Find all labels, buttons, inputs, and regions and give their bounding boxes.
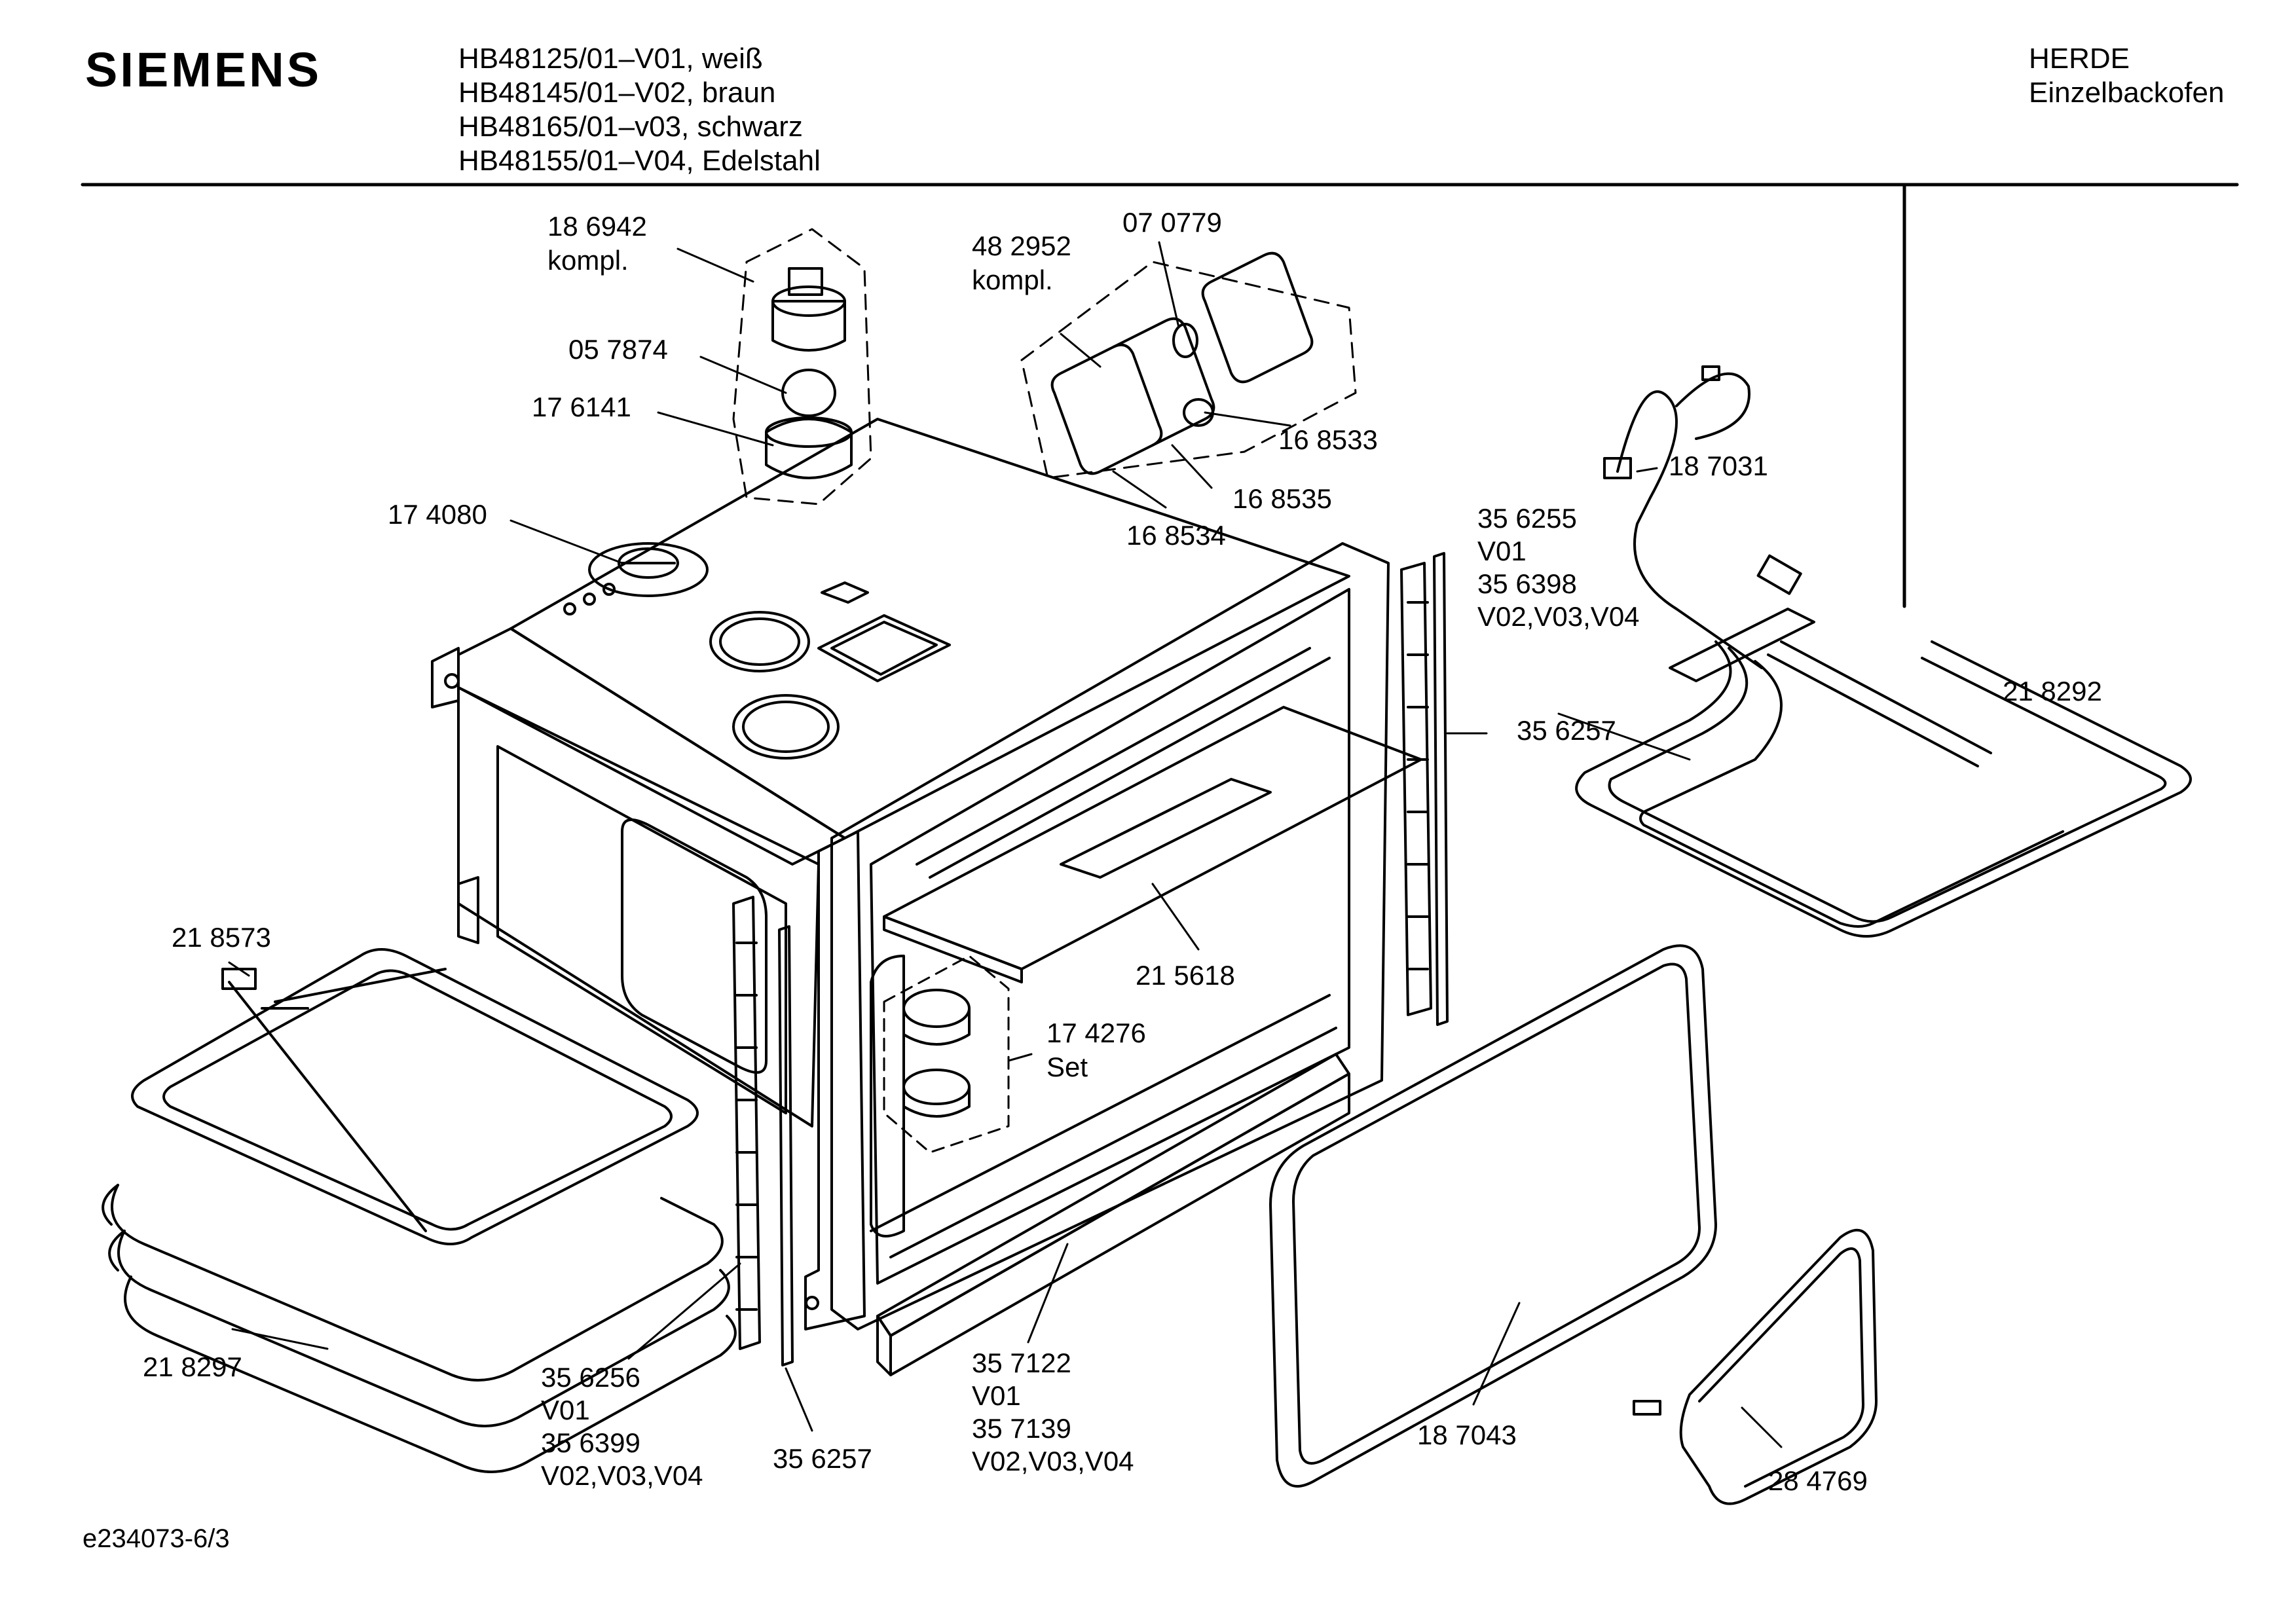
document-id: e234073-6/3	[83, 1524, 230, 1553]
part-label: 35 6257	[1517, 715, 1616, 746]
small-seal	[1633, 1228, 1878, 1505]
category-block: HERDE Einzelbackofen	[2029, 42, 2224, 110]
part-label: 21 8292	[2003, 676, 2102, 706]
part-label: 05 7874	[568, 334, 668, 365]
upper-heating-element	[1575, 608, 2192, 938]
category-label: HERDE	[2029, 43, 2130, 75]
lamp-cover-set	[883, 955, 1010, 1154]
part-label: 21 5618	[1136, 960, 1235, 991]
lamp-assembly	[1020, 251, 1357, 479]
subcategory-label: Einzelbackofen	[2029, 77, 2225, 109]
leader-lines	[228, 241, 1783, 1448]
oven-muffle-body	[431, 418, 1422, 1330]
part-label: 21 8297	[143, 1351, 242, 1382]
part-label: 16 8534	[1126, 520, 1226, 551]
part-label: 16 8535	[1232, 483, 1332, 514]
part-label: 28 4769	[1768, 1465, 1868, 1496]
model-line: HB48165/01–v03, schwarz	[458, 111, 803, 143]
bottom-rail	[876, 1053, 1350, 1376]
thermostat-assembly	[588, 228, 872, 597]
temperature-sensor	[1603, 365, 1802, 669]
model-line: HB48145/01–V02, braun	[458, 77, 776, 109]
part-label: 18 7031	[1669, 450, 1768, 481]
part-label: 07 0779	[1122, 207, 1222, 238]
model-line: HB48125/01–V01, weiß	[458, 43, 763, 75]
ring-heating-element	[131, 948, 699, 1245]
part-label: 21 8573	[172, 922, 271, 953]
brand-logo: SIEMENS	[85, 43, 322, 97]
left-side-rails	[732, 896, 794, 1366]
part-label: 16 8533	[1278, 424, 1378, 455]
right-side-rails	[1400, 552, 1449, 1026]
door-seal	[1269, 944, 1717, 1488]
model-list: HB48125/01–V01, weiß HB48145/01–V02, bra…	[458, 42, 821, 178]
insulation-mat	[102, 1184, 737, 1473]
part-label: 17 4080	[388, 499, 487, 530]
part-label: 18 7043	[1417, 1420, 1517, 1450]
part-label: 35 6257	[773, 1443, 872, 1474]
model-line: HB48155/01–V04, Edelstahl	[458, 145, 821, 177]
part-label: 17 6141	[532, 392, 631, 422]
